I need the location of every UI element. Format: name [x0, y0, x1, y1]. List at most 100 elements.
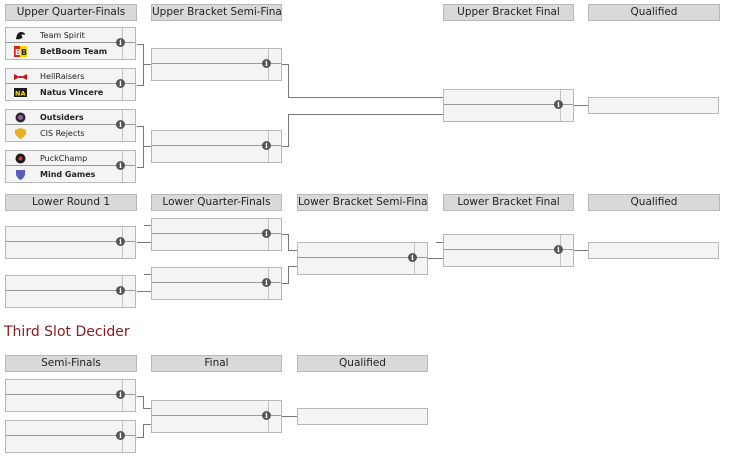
match-slot-bottom[interactable] — [6, 243, 135, 258]
connector — [143, 64, 151, 65]
upper-final-match[interactable]: i — [443, 89, 574, 122]
match-info-icon[interactable]: i — [116, 431, 125, 440]
upper-sf-match-1[interactable]: i — [151, 48, 282, 81]
match-slot-bottom[interactable]: Mind Games — [6, 167, 135, 182]
connector — [144, 225, 151, 226]
lower-qualified-slot[interactable] — [588, 242, 719, 259]
connector — [143, 146, 151, 147]
connector — [137, 85, 144, 86]
match-slot-top[interactable] — [6, 421, 135, 436]
match-slot-top[interactable]: PuckChamp — [6, 151, 135, 166]
connector — [282, 146, 289, 147]
lower-r1-match-1[interactable]: i — [5, 226, 136, 259]
match-slot-bottom[interactable] — [298, 259, 427, 274]
navi-logo: NA — [14, 88, 27, 98]
upper-qf-match-2[interactable]: HellRaisers NA Natus Vincere i — [5, 68, 136, 101]
match-slot-bottom[interactable] — [6, 292, 135, 307]
match-slot-top[interactable] — [152, 219, 281, 234]
match-slot-bottom[interactable] — [152, 417, 281, 432]
upper-qf-match-4[interactable]: PuckChamp Mind Games i — [5, 150, 136, 183]
match-info-icon[interactable]: i — [262, 141, 271, 150]
team-name: CIS Rejects — [40, 129, 85, 138]
svg-text:B: B — [21, 48, 27, 57]
match-slot-bottom[interactable] — [152, 235, 281, 250]
connector — [288, 267, 289, 284]
puckchamp-logo — [15, 153, 26, 164]
match-slot-top[interactable] — [152, 268, 281, 283]
match-slot-top[interactable]: HellRaisers — [6, 69, 135, 84]
match-slot-bottom[interactable] — [444, 251, 573, 266]
match-slot-top[interactable] — [152, 131, 281, 146]
connector — [137, 291, 151, 292]
header-lower-round-1: Lower Round 1 — [5, 194, 137, 211]
lower-sf-match[interactable]: i — [297, 242, 428, 275]
match-info-icon[interactable]: i — [262, 411, 271, 420]
lower-qf-match-1[interactable]: i — [151, 218, 282, 251]
match-info-icon[interactable]: i — [262, 229, 271, 238]
header-third-final: Final — [151, 355, 282, 372]
team-name: Natus Vincere — [40, 88, 104, 97]
lower-qf-match-2[interactable]: i — [151, 267, 282, 300]
match-info-icon[interactable]: i — [116, 38, 125, 47]
match-slot-top[interactable] — [444, 235, 573, 250]
third-final-match[interactable]: i — [151, 400, 282, 433]
upper-qf-match-3[interactable]: Outsiders CIS Rejects i — [5, 109, 136, 142]
team-spirit-logo — [16, 32, 25, 40]
connector — [143, 424, 151, 425]
match-info-icon[interactable]: i — [262, 278, 271, 287]
hellraisers-logo — [14, 74, 27, 80]
match-slot-top[interactable] — [6, 276, 135, 291]
match-slot-top[interactable]: Team Spirit — [6, 28, 135, 43]
header-lower-qualified: Qualified — [588, 194, 720, 211]
match-info-icon[interactable]: i — [554, 245, 563, 254]
connector — [288, 234, 289, 250]
match-info-icon[interactable]: i — [116, 390, 125, 399]
match-slot-top[interactable] — [6, 227, 135, 242]
outsiders-logo — [15, 112, 26, 123]
match-slot-top[interactable] — [444, 90, 573, 105]
connector — [137, 437, 144, 438]
match-slot-top[interactable]: Outsiders — [6, 110, 135, 125]
upper-qualified-slot[interactable] — [588, 97, 719, 114]
match-slot-bottom[interactable]: CIS Rejects — [6, 126, 135, 141]
upper-sf-match-2[interactable]: i — [151, 130, 282, 163]
match-info-icon[interactable]: i — [408, 253, 417, 262]
match-slot-top[interactable] — [152, 401, 281, 416]
match-slot-bottom[interactable] — [152, 147, 281, 162]
connector — [288, 97, 443, 98]
svg-text:B: B — [15, 48, 21, 57]
connector — [428, 258, 443, 259]
connector — [137, 242, 151, 243]
match-slot-bottom[interactable]: B B BetBoom Team — [6, 44, 135, 59]
connector — [282, 234, 289, 235]
match-info-icon[interactable]: i — [554, 100, 563, 109]
mind-games-logo — [16, 170, 25, 180]
match-slot-bottom[interactable] — [152, 65, 281, 80]
third-sf-match-2[interactable]: i — [5, 420, 136, 453]
match-slot-top[interactable] — [298, 243, 427, 258]
match-info-icon[interactable]: i — [116, 237, 125, 246]
match-info-icon[interactable]: i — [262, 59, 271, 68]
section-title-third-slot: Third Slot Decider — [4, 324, 130, 340]
header-lower-semi-finals: Lower Bracket Semi-Finals — [297, 194, 428, 211]
match-slot-bottom[interactable] — [152, 284, 281, 299]
lower-final-match[interactable]: i — [443, 234, 574, 267]
header-lower-quarter-finals: Lower Quarter-Finals — [151, 194, 282, 211]
match-slot-top[interactable] — [152, 49, 281, 64]
match-info-icon[interactable]: i — [116, 161, 125, 170]
third-qualified-slot[interactable] — [297, 408, 428, 425]
header-upper-final: Upper Bracket Final — [443, 4, 574, 21]
match-slot-top[interactable] — [6, 380, 135, 395]
match-slot-bottom[interactable]: NA Natus Vincere — [6, 85, 135, 100]
team-name: Outsiders — [40, 113, 84, 122]
match-slot-bottom[interactable] — [6, 437, 135, 452]
match-slot-bottom[interactable] — [6, 396, 135, 411]
upper-qf-match-1[interactable]: Team Spirit B B BetBoom Team i — [5, 27, 136, 60]
lower-r1-match-2[interactable]: i — [5, 275, 136, 308]
match-info-icon[interactable]: i — [116, 79, 125, 88]
match-slot-bottom[interactable] — [444, 106, 573, 121]
connector — [143, 408, 151, 409]
match-info-icon[interactable]: i — [116, 286, 125, 295]
match-info-icon[interactable]: i — [116, 120, 125, 129]
third-sf-match-1[interactable]: i — [5, 379, 136, 412]
